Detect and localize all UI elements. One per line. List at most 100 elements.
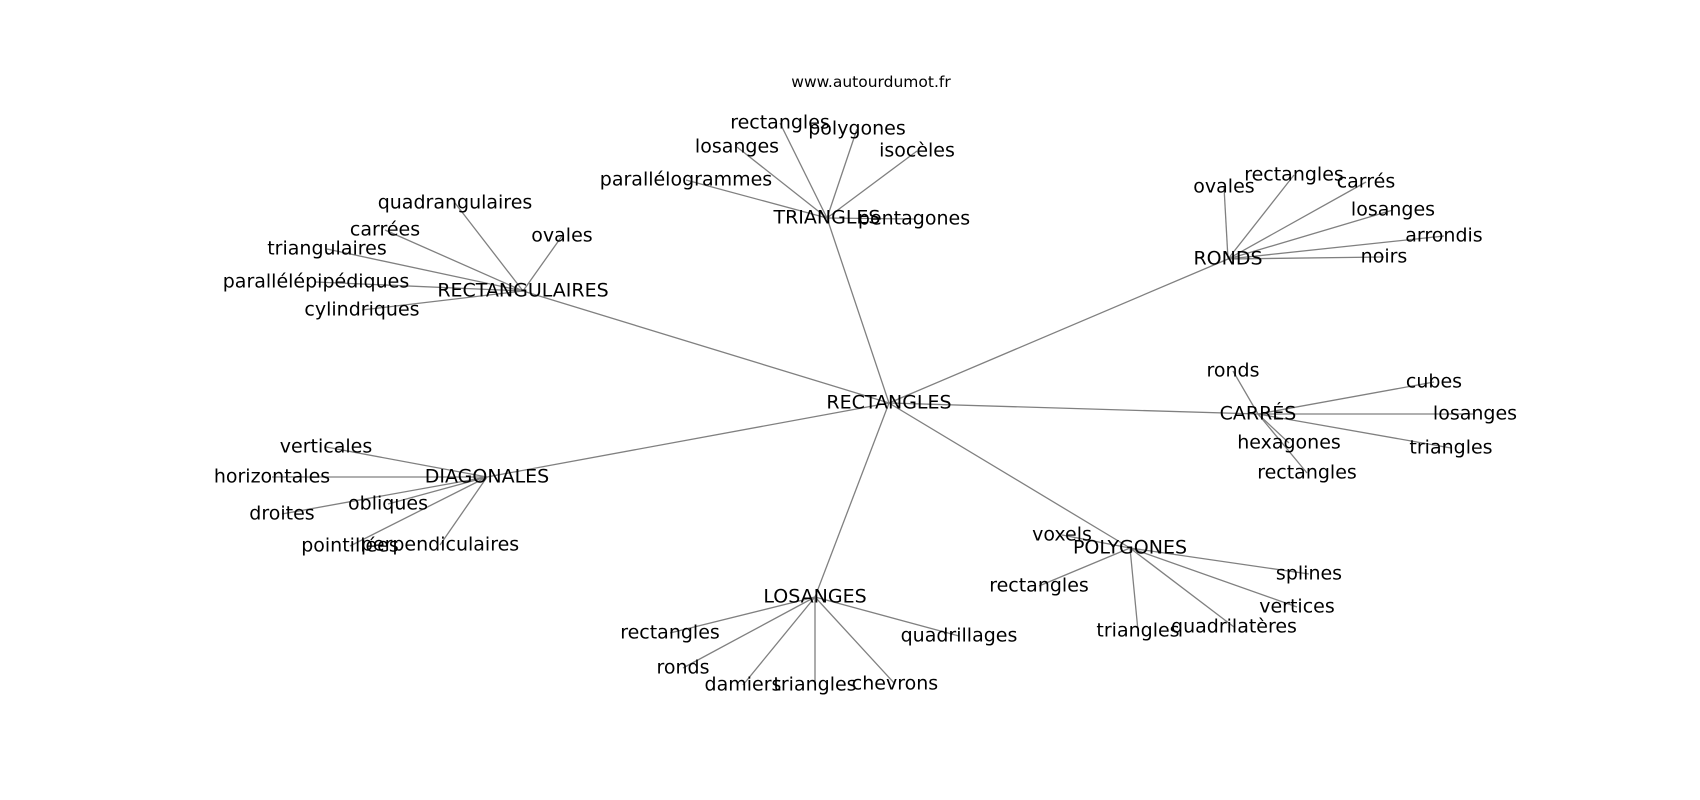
edge-center-to-hub (888, 402, 1259, 415)
leaf-node-label: polygones (808, 118, 906, 140)
leaf-node-label: noirs (1361, 246, 1408, 268)
edge-hub-to-word (814, 596, 896, 685)
edge-hub-to-word (384, 229, 524, 292)
edge-center-to-hub (814, 402, 890, 598)
leaf-node-label: pentagones (858, 208, 970, 230)
edge-hub-to-word (1227, 181, 1367, 260)
edge-hub-to-word (1129, 547, 1310, 575)
leaf-node-label: triangles (1096, 620, 1179, 642)
edge-center-to-hub (888, 258, 1229, 404)
leaf-node-label: triangles (1409, 437, 1492, 459)
edge-hub-to-word (669, 596, 816, 634)
leaf-node-label: voxels (1032, 524, 1092, 546)
leaf-node-label: damiers (705, 674, 782, 696)
leaf-node-label: rectangles (989, 575, 1089, 597)
edge-hub-to-word (1129, 547, 1298, 608)
leaf-node-label: carrés (1337, 171, 1396, 193)
edge-hub-to-word (1129, 547, 1235, 628)
leaf-node-label: pointillées (301, 535, 399, 557)
hub-node-label: POLYGONES (1073, 537, 1187, 559)
leaf-node-label: parallélogrammes (600, 169, 772, 191)
edge-hub-to-word (814, 596, 960, 637)
edge-hub-to-word (349, 476, 488, 547)
edge-hub-to-word (1257, 381, 1435, 415)
edge-hub-to-word (826, 217, 915, 220)
leaf-node-label: perpendiculaires (361, 534, 519, 556)
edge-hub-to-word (281, 476, 488, 515)
edge-hub-to-word (1227, 256, 1385, 260)
edge-hub-to-word (1257, 413, 1452, 449)
leaf-node-label: losanges (1351, 199, 1435, 221)
hub-node-label: TRIANGLES (773, 207, 881, 229)
edge-hub-to-word (454, 202, 524, 292)
edge-center-to-hub (888, 402, 1131, 549)
edge-hub-to-word (1038, 547, 1131, 587)
edge-hub-to-word (1227, 174, 1295, 260)
leaf-node-label: rectangles (1244, 164, 1344, 186)
leaf-node-label: losanges (1433, 403, 1517, 425)
leaf-node-label: cubes (1406, 371, 1462, 393)
hub-node-label: RECTANGULAIRES (437, 280, 608, 302)
edge-hub-to-word (779, 122, 828, 219)
leaf-node-label: verticales (280, 436, 372, 458)
leaf-node-label: rectangles (620, 622, 720, 644)
graph-labels: www.autourdumot.fr RECTANGLES TRIANGLES re… (214, 73, 1517, 696)
edge-hub-to-word (1257, 413, 1308, 474)
leaf-node-label: ronds (656, 657, 709, 679)
leaf-node-label: splines (1276, 563, 1342, 585)
leaf-node-label: obliques (348, 493, 428, 515)
edge-hub-to-word (361, 290, 524, 311)
edge-hub-to-word (826, 150, 918, 219)
edge-hub-to-word (682, 596, 816, 669)
edge-hub-to-word (1227, 235, 1445, 260)
edge-hub-to-word (1257, 413, 1290, 444)
leaf-node-label: triangulaires (267, 238, 387, 260)
leaf-node-label: quadrilatères (1171, 616, 1297, 638)
center-node-label: RECTANGLES (826, 392, 951, 414)
leaf-node-label: triangles (773, 674, 856, 696)
edge-hub-to-word (826, 128, 858, 219)
source-credit: www.autourdumot.fr (791, 73, 951, 91)
leaf-node-label: rectangles (1257, 462, 1357, 484)
hub-node-label: CARRÉS (1220, 402, 1297, 425)
leaf-node-label: parallélépipédiques (223, 271, 410, 293)
edge-hub-to-word (1061, 534, 1131, 549)
leaf-node-label: chevrons (852, 673, 938, 695)
leaf-node-label: cylindriques (304, 299, 419, 321)
leaf-node-label: ovales (531, 225, 592, 247)
edge-hub-to-word (315, 281, 524, 292)
leaf-node-label: rectangles (730, 112, 830, 134)
edge-hub-to-word (522, 235, 563, 292)
edge-hub-to-word (685, 179, 828, 219)
leaf-node-label: quadrangulaires (378, 192, 533, 214)
leaf-node-label: carrées (350, 219, 420, 241)
hub-node-label: LOSANGES (763, 586, 866, 608)
edge-hub-to-word (736, 146, 828, 219)
edge-center-to-hub (826, 217, 890, 404)
leaf-node-label: isocèles (879, 140, 955, 162)
edge-hub-to-word (387, 476, 488, 505)
leaf-node-label: ronds (1206, 360, 1259, 382)
leaf-node-label: droites (249, 503, 314, 525)
edge-hub-to-word (439, 476, 488, 546)
edge-hub-to-word (325, 446, 488, 478)
edge-hub-to-word (1232, 370, 1259, 415)
edge-hub-to-word (1223, 186, 1229, 260)
edge-center-to-hub (486, 402, 890, 478)
leaf-node-label: horizontales (214, 466, 330, 488)
edge-center-to-hub (522, 290, 890, 404)
graph-edges (272, 122, 1475, 686)
leaf-node-label: quadrillages (901, 625, 1018, 647)
leaf-node-label: hexagones (1237, 432, 1341, 454)
edge-hub-to-word (742, 596, 816, 686)
leaf-node-label: vertices (1259, 596, 1335, 618)
hub-node-label: DIAGONALES (425, 466, 549, 488)
edge-hub-to-word (1227, 209, 1394, 260)
edge-hub-to-word (326, 248, 524, 292)
hub-node-label: RONDS (1193, 248, 1262, 270)
leaf-node-label: arrondis (1405, 225, 1482, 247)
leaf-node-label: losanges (695, 136, 779, 158)
edge-hub-to-word (1129, 547, 1139, 632)
leaf-node-label: ovales (1193, 176, 1254, 198)
